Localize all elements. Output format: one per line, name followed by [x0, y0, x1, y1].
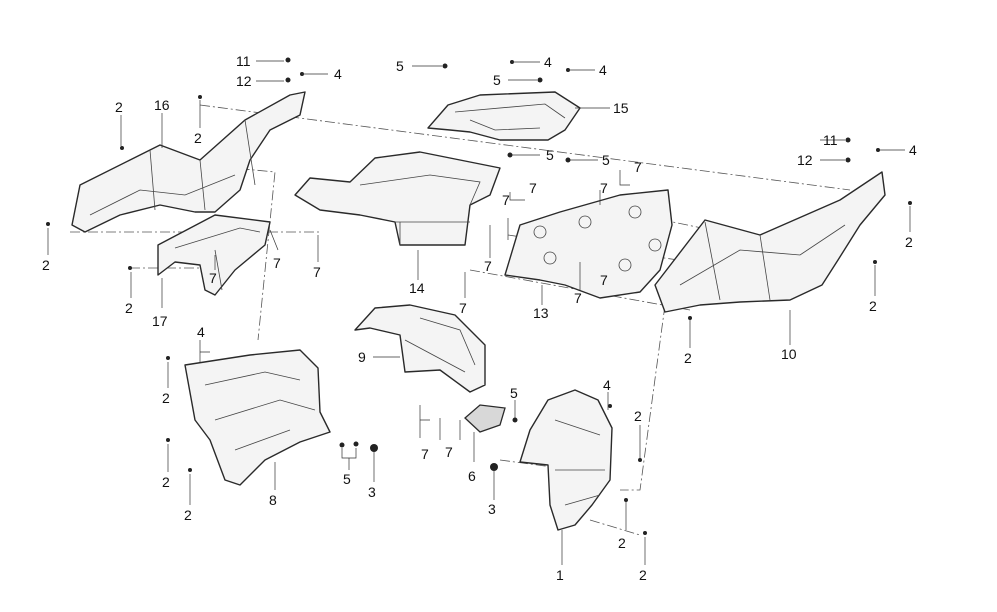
- callout-2: 2: [125, 300, 133, 316]
- callout-7: 7: [313, 264, 321, 280]
- callout-7: 7: [502, 192, 510, 208]
- fasteners: [46, 57, 912, 535]
- part-9-front-inner-cover: [354, 304, 486, 393]
- part-16-left-rear-fender: [71, 91, 306, 233]
- callout-15: 15: [613, 100, 629, 116]
- callout-5: 5: [546, 147, 554, 163]
- callout-1: 1: [556, 567, 564, 583]
- callout-11-right: 11: [823, 132, 838, 148]
- part-10-right-rear-fender: [654, 171, 886, 313]
- callout-5: 5: [396, 58, 404, 74]
- callout-labels: 11 12 4 2 16 2 2 2 17 7 7 7 5 4 5 4 15 5…: [42, 53, 917, 583]
- callout-2: 2: [618, 535, 626, 551]
- callout-7: 7: [209, 270, 217, 286]
- callout-7: 7: [273, 255, 281, 271]
- callout-12-top-left: 12: [236, 73, 252, 89]
- part-13-center-bracket: [504, 189, 673, 299]
- part-8-left-front-fender: [184, 349, 331, 486]
- callout-17: 17: [152, 313, 168, 329]
- callout-7: 7: [600, 272, 608, 288]
- callout-13: 13: [533, 305, 549, 321]
- callout-2: 2: [42, 257, 50, 273]
- part-1-right-front-fender: [519, 389, 613, 531]
- callout-7: 7: [600, 180, 608, 196]
- callout-9: 9: [358, 349, 366, 365]
- callout-7: 7: [529, 180, 537, 196]
- callout-7: 7: [421, 446, 429, 462]
- callout-5: 5: [510, 385, 518, 401]
- callout-12-right: 12: [797, 152, 813, 168]
- callout-4: 4: [599, 62, 607, 78]
- part-17-left-bracket: [157, 214, 271, 296]
- callout-4: 4: [909, 142, 917, 158]
- callout-11-top-left: 11: [236, 53, 251, 69]
- callout-5: 5: [602, 152, 610, 168]
- callout-4: 4: [603, 377, 611, 393]
- callout-2: 2: [194, 130, 202, 146]
- callout-2: 2: [162, 390, 170, 406]
- part-15-top-cover: [427, 91, 581, 141]
- callout-2: 2: [684, 350, 692, 366]
- callout-2: 2: [184, 507, 192, 523]
- callout-7: 7: [574, 290, 582, 306]
- callout-7: 7: [484, 258, 492, 274]
- callout-2: 2: [869, 298, 877, 314]
- callout-5: 5: [493, 72, 501, 88]
- callout-4: 4: [544, 54, 552, 70]
- part-6-small-bracket: [464, 404, 506, 433]
- callout-10: 10: [781, 346, 797, 362]
- callout-7: 7: [634, 159, 642, 175]
- callout-4: 4: [197, 324, 205, 340]
- callout-2: 2: [162, 474, 170, 490]
- callout-2: 2: [634, 408, 642, 424]
- part-14-storage-box: [294, 151, 501, 246]
- callout-2: 2: [115, 99, 123, 115]
- callout-2: 2: [639, 567, 647, 583]
- callout-7: 7: [459, 300, 467, 316]
- callout-4: 4: [334, 66, 342, 82]
- callout-8: 8: [269, 492, 277, 508]
- callout-7: 7: [445, 444, 453, 460]
- callout-3: 3: [368, 484, 376, 500]
- callout-5: 5: [343, 471, 351, 487]
- callout-2: 2: [905, 234, 913, 250]
- leader-lines: [47, 60, 911, 565]
- callout-14: 14: [409, 280, 425, 296]
- callout-16: 16: [154, 97, 170, 113]
- callout-6: 6: [468, 468, 476, 484]
- callout-3: 3: [488, 501, 496, 517]
